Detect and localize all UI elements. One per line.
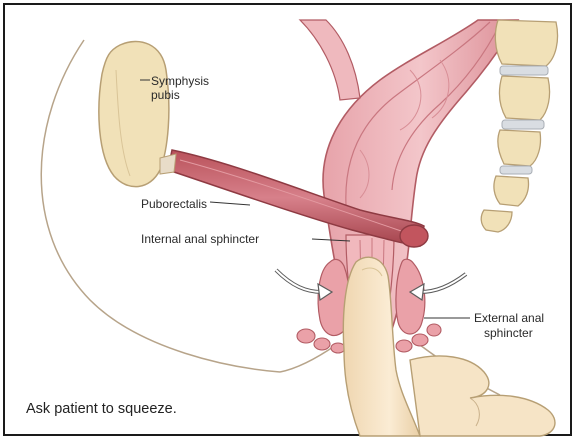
leader-puborectalis — [210, 202, 250, 205]
perineum-outline — [280, 345, 336, 372]
symphysis-pubis-bone — [99, 41, 169, 186]
label-symphysis-line2: pubis — [151, 88, 180, 102]
squeeze-arrow-right — [420, 274, 466, 292]
colon-upper — [300, 20, 360, 100]
label-symphysis-line1: Symphysis — [151, 74, 209, 88]
external-sphincter-right — [396, 259, 441, 352]
figure-caption: Ask patient to squeeze. — [26, 401, 177, 417]
label-external-line2: sphincter — [484, 326, 533, 340]
label-puborectalis: Puborectalis — [141, 197, 207, 211]
label-internal-anal-sphincter: Internal anal sphincter — [141, 232, 259, 246]
label-external-line1: External anal — [474, 311, 544, 325]
external-sphincter-left — [297, 259, 350, 353]
examiner-hand — [410, 356, 555, 436]
squeeze-arrow-left — [276, 270, 322, 292]
